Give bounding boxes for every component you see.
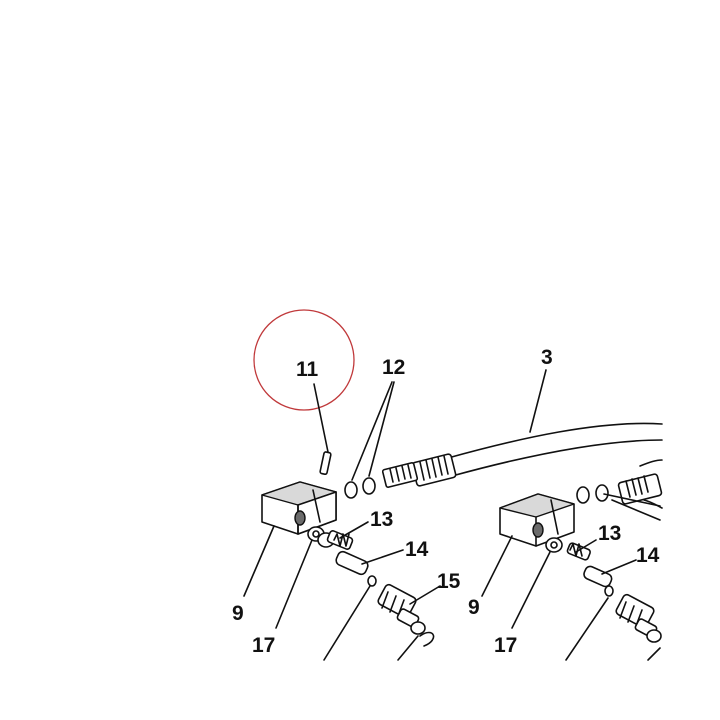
valve-block-9-right — [499, 493, 575, 547]
callout-13-left: 13 — [370, 508, 393, 531]
callout-17-right: 17 — [494, 634, 517, 657]
callout-14-right: 14 — [636, 544, 660, 567]
callout-9-right: 9 — [468, 596, 480, 619]
callout-15: 15 — [437, 570, 461, 593]
callout-13-right: 13 — [598, 522, 621, 545]
callout-9-left: 9 — [232, 602, 244, 625]
leader-lines — [243, 369, 661, 661]
pin-11 — [319, 451, 332, 476]
o-rings-12 — [344, 477, 609, 504]
callout-11: 11 — [296, 358, 319, 381]
callout-3: 3 — [541, 346, 553, 369]
small-rings — [367, 575, 614, 597]
hose-3 — [381, 422, 663, 509]
valve-block-9-left — [261, 481, 337, 535]
callout-12: 12 — [382, 356, 405, 379]
highlight-circle — [253, 309, 355, 411]
poppet-spring-13 — [317, 530, 591, 561]
sleeve-14 — [335, 550, 613, 588]
callout-14-left: 14 — [405, 538, 429, 561]
callout-17-left: 17 — [252, 634, 275, 657]
coupler-15-right — [615, 593, 662, 643]
washers-17 — [307, 526, 563, 553]
coupler-15-left — [377, 583, 435, 647]
